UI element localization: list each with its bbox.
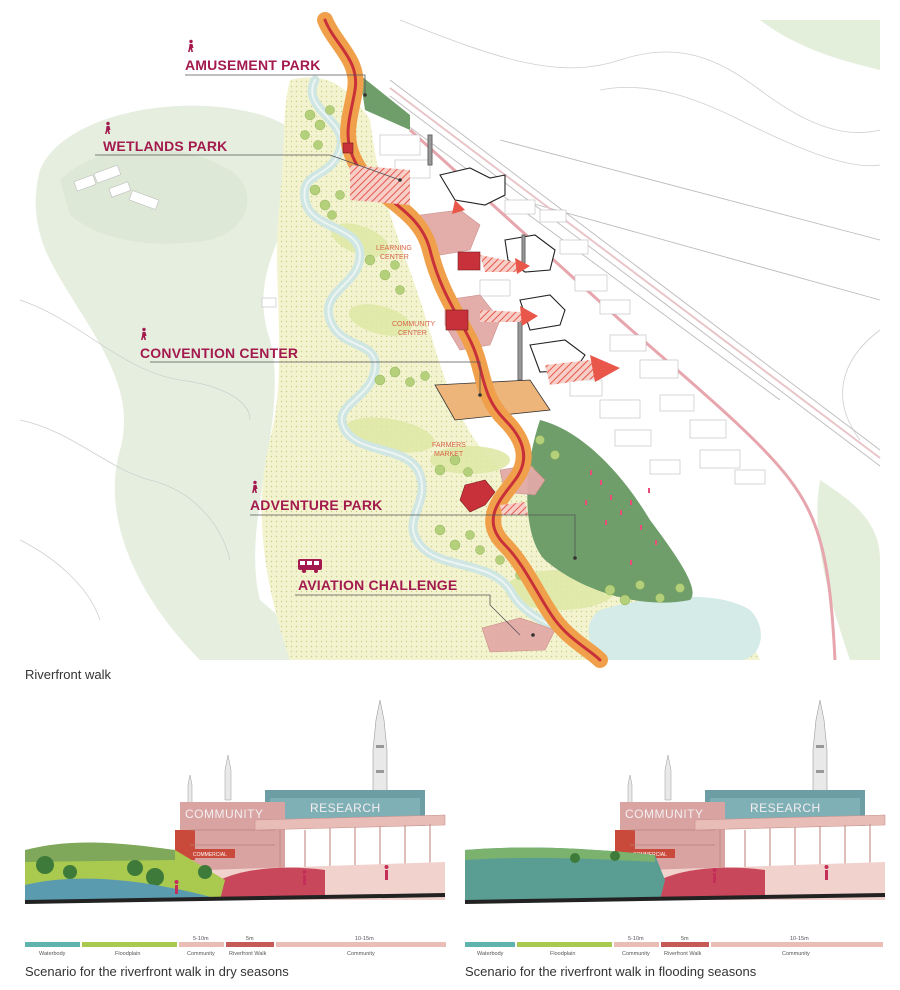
attraction-label: ADVENTURE PARK	[250, 497, 382, 513]
map-caption: Riverfront walk	[25, 667, 111, 682]
facility-label-line: MARKET	[434, 451, 464, 458]
site-map: AMUSEMENT PARK WETLANDS PARK CONVENTION …	[20, 20, 880, 660]
legend-sublabel: Community	[782, 951, 810, 957]
commercial-sign: COMMERCIAL	[193, 852, 227, 858]
legend-label: Waterbody	[477, 951, 504, 957]
facility-label-line: FARMERS	[432, 442, 466, 449]
legend-label: 10-15m	[355, 936, 374, 942]
walk-node	[446, 310, 468, 330]
section-legend: Waterbody Floodplain 5-10m Community 5m …	[465, 936, 883, 957]
legend-sublabel: Community	[187, 951, 215, 957]
attraction-label: WETLANDS PARK	[103, 138, 227, 154]
facility-label-line: LEARNING	[376, 245, 412, 252]
rocket-small	[188, 755, 231, 810]
attraction-label: AMUSEMENT PARK	[185, 57, 321, 73]
legend-sublabel: Community	[622, 951, 650, 957]
legend-label: 10-15m	[790, 936, 809, 942]
section-legend: Waterbody Floodplain 5-10m Community 5m …	[25, 936, 446, 957]
flood-season-caption: Scenario for the riverfront walk in floo…	[465, 964, 756, 979]
legend-label: Floodplain	[550, 951, 575, 957]
walk-node	[458, 252, 480, 270]
research-sign: RESEARCH	[310, 801, 381, 815]
rocket-small	[628, 755, 671, 810]
facility-label-line: COMMUNITY	[392, 321, 435, 328]
section-flood-season: RESEARCH COMMUNITY COMMERCIAL	[465, 700, 885, 957]
section-dry-season: RESEARCH COMMUNITY COMMERCIAL	[25, 700, 446, 957]
legend-label: 5m	[681, 936, 689, 942]
attraction-label: CONVENTION CENTER	[140, 345, 298, 361]
wetlands-boardwalk	[350, 165, 410, 205]
dry-season-caption: Scenario for the riverfront walk in dry …	[25, 964, 289, 979]
legend-label: Floodplain	[115, 951, 140, 957]
lake	[589, 597, 761, 660]
attraction-label: AVIATION CHALLENGE	[298, 577, 457, 593]
legend-label: 5m	[246, 936, 254, 942]
legend-label: 5-10m	[628, 936, 644, 942]
community-sign: COMMUNITY	[185, 807, 264, 821]
walk-node	[343, 143, 353, 153]
community-sign: COMMUNITY	[625, 807, 704, 821]
facility-label-line: CENTER	[398, 330, 427, 337]
legend-label: Waterbody	[39, 951, 66, 957]
legend-sublabel: Riverfront Walk	[229, 951, 267, 957]
facility-label-line: CENTER	[380, 254, 409, 261]
legend-label: 5-10m	[193, 936, 209, 942]
legend-sublabel: Riverfront Walk	[664, 951, 702, 957]
research-sign: RESEARCH	[750, 801, 821, 815]
legend-sublabel: Community	[347, 951, 375, 957]
